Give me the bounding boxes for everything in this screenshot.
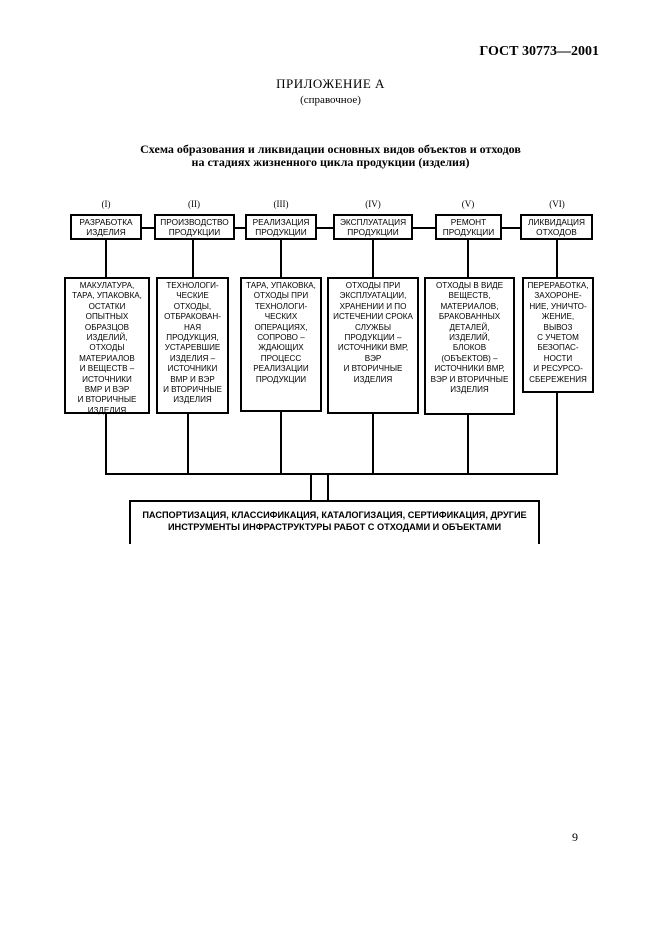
diagram-title-line-1: Схема образования и ликвидации основных … [140,142,521,156]
infrastructure-box: ПАСПОРТИЗАЦИЯ, КЛАССИФИКАЦИЯ, КАТАЛОГИЗА… [129,500,540,544]
page-number: 9 [572,830,578,844]
stage-box-liquidation: ЛИКВИДАЦИЯ ОТХОДОВ [520,214,593,240]
stage-box-repair: РЕМОНТ ПРОДУКЦИИ [435,214,502,240]
waste-box-liquidation: ПЕРЕРАБОТКА, ЗАХОРОНЕ- НИЕ, УНИЧТО- ЖЕНИ… [522,277,594,393]
stage-box-sales: РЕАЛИЗАЦИЯ ПРОДУКЦИИ [245,214,317,240]
stage-box-development: РАЗРАБОТКА ИЗДЕЛИЯ [70,214,142,240]
waste-box-sales: ТАРА, УПАКОВКА, ОТХОДЫ ПРИ ТЕХНОЛОГИ- ЧЕ… [240,277,322,412]
stage-numeral-1: (I) [101,199,111,209]
diagram-title-line-2: на стадиях жизненного цикла продукции (и… [191,155,470,169]
stage-numeral-5: (V) [461,199,475,209]
stage-box-production: ПРОИЗВОДСТВО ПРОДУКЦИИ [154,214,235,240]
stage-numeral-3: (III) [273,199,289,209]
stage-numeral-6: (VI) [549,199,565,209]
waste-box-development: МАКУЛАТУРА, ТАРА, УПАКОВКА, ОСТАТКИ ОПЫТ… [64,277,150,415]
stage-numeral-4: (IV) [365,199,381,209]
diagram-title: Схема образования и ликвидации основных … [90,143,571,169]
appendix-note: (справочное) [300,94,361,106]
waste-box-operation: ОТХОДЫ ПРИ ЭКСПЛУАТАЦИИ, ХРАНЕНИИ И ПО И… [327,277,419,414]
waste-box-repair: ОТХОДЫ В ВИДЕ ВЕЩЕСТВ, МАТЕРИАЛОВ, БРАКО… [424,277,515,415]
stage-numeral-2: (II) [188,199,200,209]
appendix-heading: ПРИЛОЖЕНИЕ А [276,76,385,91]
waste-box-production: ТЕХНОЛОГИ- ЧЕСКИЕ ОТХОДЫ, ОТБРАКОВАН- НА… [156,277,229,414]
standard-number: ГОСТ 30773—2001 [479,44,599,59]
stage-box-operation: ЭКСПЛУАТАЦИЯ ПРОДУКЦИИ [333,214,413,240]
